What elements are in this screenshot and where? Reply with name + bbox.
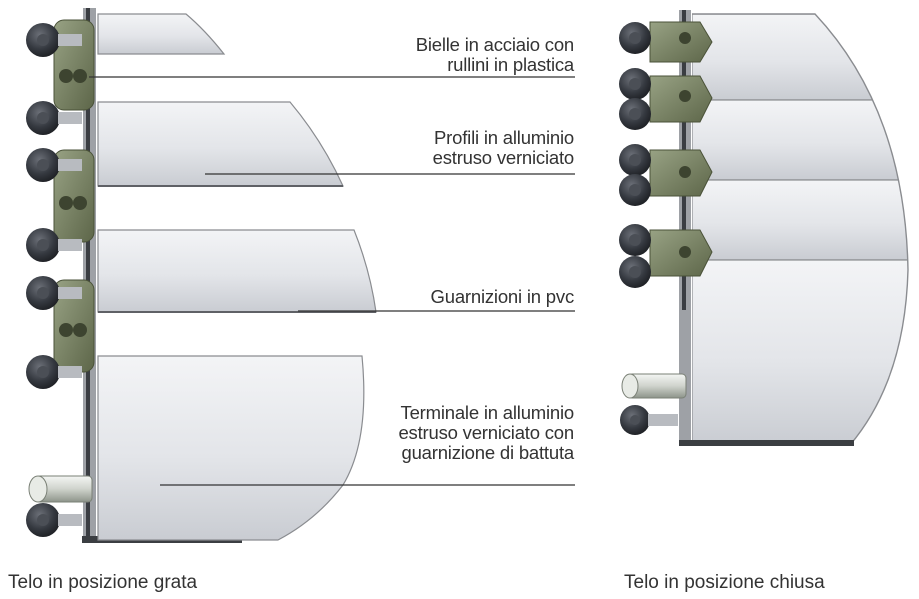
slat [692, 99, 908, 181]
slat [97, 229, 377, 313]
slat [692, 14, 908, 101]
roller [26, 148, 82, 182]
roller [619, 68, 691, 102]
roller [26, 228, 82, 262]
slat [692, 179, 908, 261]
slat-terminal [692, 259, 908, 445]
shutter-closed-position [619, 10, 909, 446]
terminal-tube [28, 475, 93, 503]
roller [619, 22, 691, 54]
caption-grille-position: Telo in posizione grata [8, 572, 198, 593]
callout-line: Profili in alluminio [434, 127, 574, 148]
roller [26, 276, 82, 310]
callout-pvc-gaskets: Guarnizioni in pvc [430, 286, 575, 307]
roller [619, 174, 651, 206]
roller [26, 355, 82, 389]
slat [97, 13, 226, 55]
roller [619, 224, 691, 258]
callout-line: Terminale in alluminio [400, 402, 575, 423]
slat-terminal [97, 355, 365, 541]
callout-line: Bielle in acciaio con [415, 34, 574, 55]
roller [26, 101, 82, 135]
roller [26, 503, 82, 537]
callout-line: estruso verniciato [432, 147, 575, 168]
terminal-tube [621, 373, 687, 399]
callout-aluminium-profiles: Profili in alluminio estruso verniciato [432, 127, 575, 168]
roller [619, 144, 691, 178]
roller [620, 405, 678, 435]
callout-line: rullini in plastica [447, 54, 574, 75]
callout-line: guarnizione di battuta [401, 442, 574, 463]
roller [619, 256, 651, 288]
callout-line: estruso verniciato con [398, 422, 574, 443]
callout-steel-links: Bielle in acciaio con rullini in plastic… [416, 35, 574, 75]
caption-closed-position: Telo in posizione chiusa [624, 572, 825, 593]
callout-terminal: Terminale in alluminio estruso verniciat… [398, 403, 574, 463]
link-plate [53, 19, 95, 111]
shutter-grille-position [26, 8, 575, 543]
roller [619, 98, 651, 130]
roller [26, 23, 82, 57]
callout-line: Guarnizioni in pvc [430, 286, 575, 307]
